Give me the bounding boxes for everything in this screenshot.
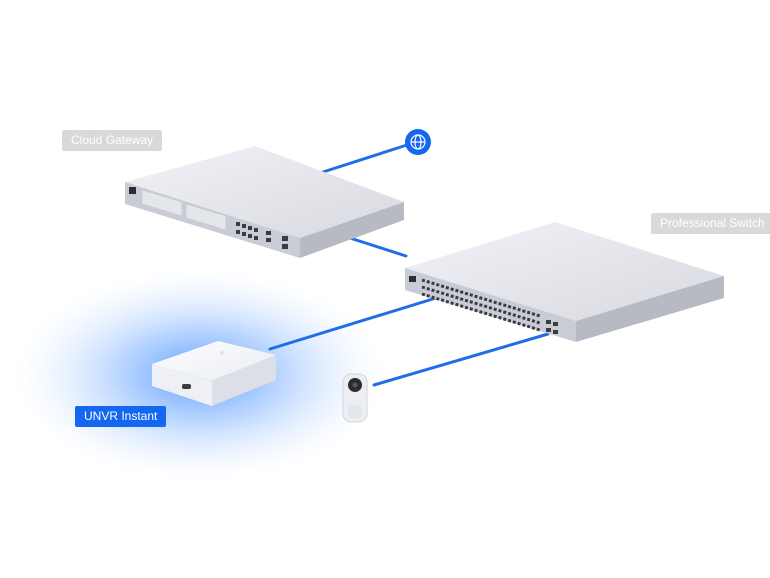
professional-switch-label: Professional Switch bbox=[651, 213, 770, 234]
cloud-gateway-label: Cloud Gateway bbox=[62, 130, 163, 151]
link-gateway-internet bbox=[321, 143, 409, 174]
switch-ports bbox=[421, 278, 541, 332]
globe-icon bbox=[405, 129, 431, 155]
unvr-instant-device bbox=[152, 341, 276, 406]
link-camera-switch bbox=[372, 332, 550, 387]
link-gateway-switch bbox=[348, 236, 408, 258]
gateway-power-icon bbox=[129, 187, 136, 194]
link-unvr-switch bbox=[268, 296, 438, 351]
switch-sfp-ports bbox=[546, 320, 558, 334]
switch-power-icon bbox=[409, 276, 416, 282]
professional-switch-device bbox=[405, 222, 724, 342]
unvr-instant-label: UNVR Instant bbox=[75, 406, 167, 427]
unvr-port-icon bbox=[182, 384, 191, 389]
camera-device bbox=[342, 373, 368, 423]
gateway-ports bbox=[236, 222, 288, 249]
connection-lines bbox=[268, 143, 550, 387]
cloud-gateway-device bbox=[125, 146, 404, 258]
